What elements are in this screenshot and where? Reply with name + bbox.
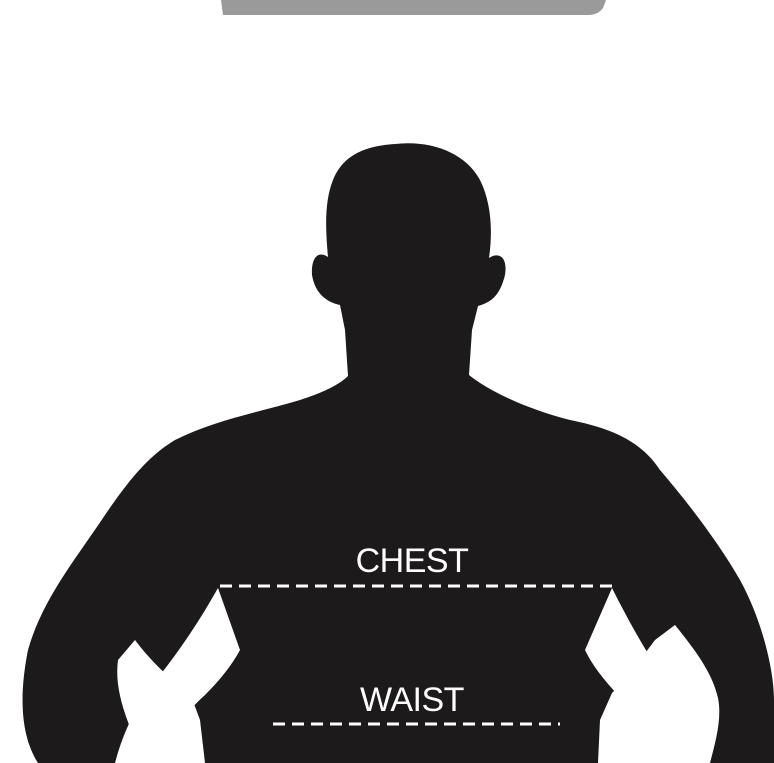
top-banner-fragment (221, 0, 606, 15)
body-silhouette (23, 143, 774, 763)
chest-label: CHEST (356, 542, 469, 580)
waist-label: WAIST (360, 681, 464, 719)
